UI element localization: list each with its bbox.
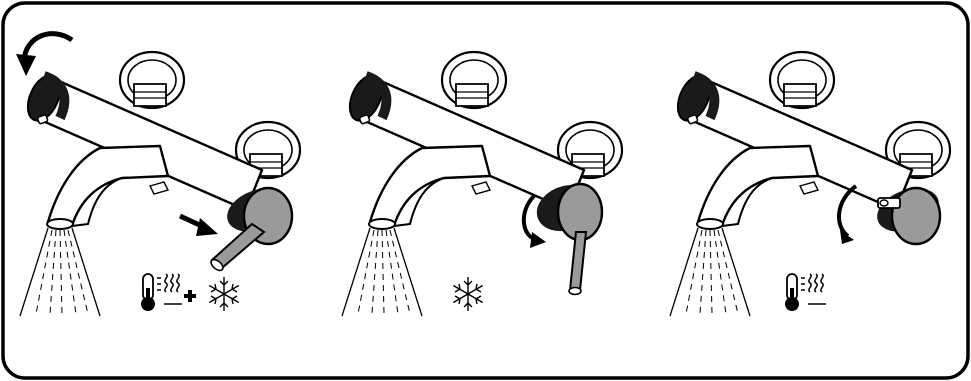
- instruction-svg: [0, 0, 971, 381]
- instruction-diagram: [0, 0, 971, 381]
